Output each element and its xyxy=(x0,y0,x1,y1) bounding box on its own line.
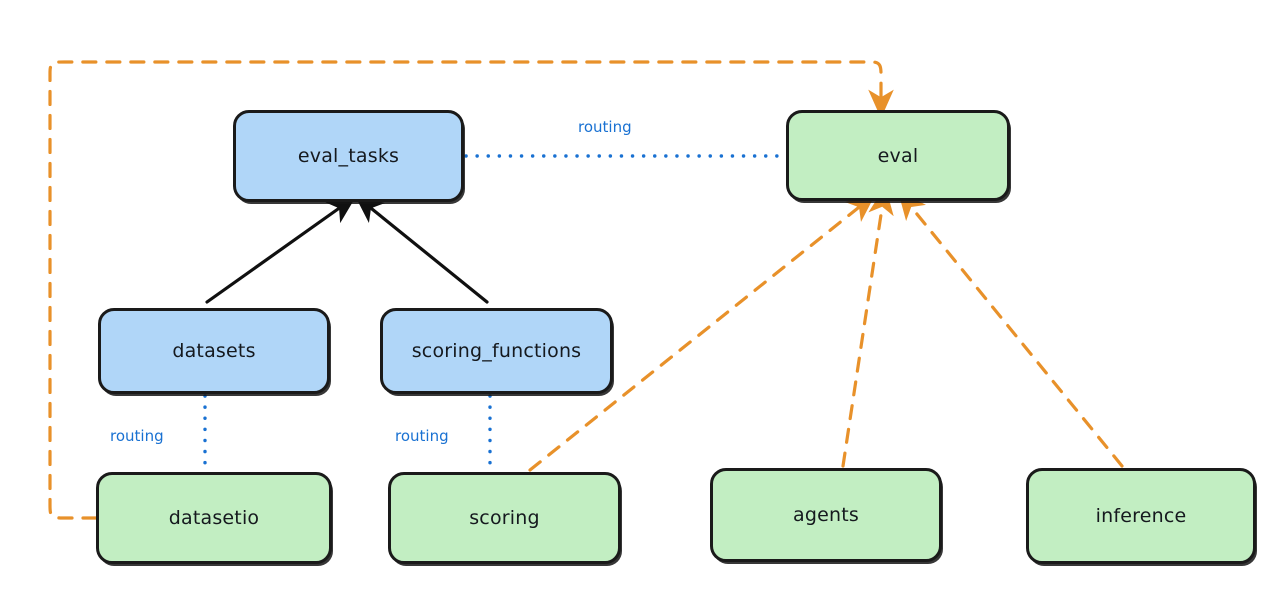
node-agents[interactable]: agents xyxy=(710,468,942,562)
node-label: scoring_functions xyxy=(411,340,582,362)
node-label: agents xyxy=(793,504,859,526)
node-scoring[interactable]: scoring xyxy=(388,472,621,564)
edge-label-routing-scoring-functions-scoring: routing xyxy=(395,427,449,445)
node-label: eval xyxy=(877,144,919,167)
edge-datasetio-to-eval xyxy=(48,60,894,520)
node-eval[interactable]: eval xyxy=(786,110,1010,201)
node-scoring-functions[interactable]: scoring_functions xyxy=(380,308,613,394)
node-label: eval_tasks xyxy=(297,145,400,167)
edge-label-routing-eval-tasks-eval: routing xyxy=(578,118,632,136)
node-datasets[interactable]: datasets xyxy=(98,308,330,394)
edge-inference-to-eval xyxy=(897,190,1124,468)
edge-scoringfn-to-eval_tasks xyxy=(354,194,489,304)
node-datasetio[interactable]: datasetio xyxy=(96,472,332,564)
node-eval-tasks[interactable]: eval_tasks xyxy=(233,110,464,202)
edge-agents-to-eval xyxy=(841,185,894,468)
node-label: datasets xyxy=(172,340,256,362)
node-label: inference xyxy=(1095,505,1187,527)
node-inference[interactable]: inference xyxy=(1026,468,1256,564)
edge-label-routing-datasets-datasetio: routing xyxy=(110,427,164,445)
node-label: datasetio xyxy=(168,507,260,529)
node-label: scoring xyxy=(469,507,540,529)
edge-datasets-to-eval_tasks xyxy=(205,196,357,304)
